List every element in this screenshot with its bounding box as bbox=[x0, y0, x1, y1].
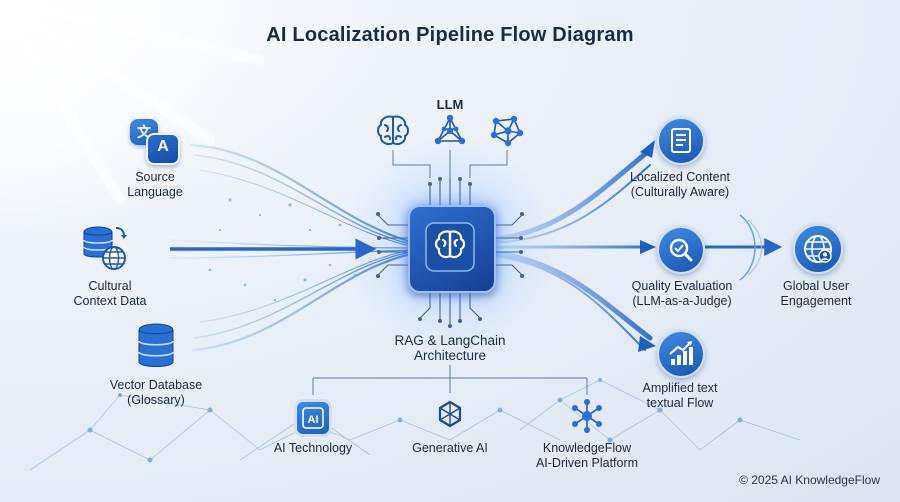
copyright-text: © 2025 AI KnowledgeFlow bbox=[739, 473, 880, 487]
network-hub-icon bbox=[572, 399, 602, 433]
svg-text:AI: AI bbox=[308, 414, 319, 426]
generative-ai-label: Generative AI bbox=[412, 441, 488, 455]
chip-brain-icon bbox=[408, 205, 496, 293]
globe-user-icon bbox=[793, 224, 843, 274]
diagram-title: AI Localization Pipeline Flow Diagram bbox=[266, 24, 634, 46]
localized-content-label: Localized Content(Culturally Aware) bbox=[629, 170, 731, 199]
database-icon bbox=[138, 323, 174, 367]
document-icon bbox=[657, 117, 705, 165]
ai-technology-label: AI Technology bbox=[273, 441, 353, 455]
magnifier-check-icon bbox=[657, 226, 705, 274]
neural-graph-icon bbox=[490, 115, 524, 147]
openai-knot-icon bbox=[438, 400, 462, 428]
vector-database-label: Vector Database(Glossary) bbox=[109, 378, 203, 407]
brain-outline-icon bbox=[377, 115, 409, 146]
network-triangle-icon bbox=[434, 114, 466, 145]
database-globe-icon bbox=[83, 226, 127, 270]
llm-label: LLM bbox=[436, 97, 464, 112]
quality-evaluation-label: Quality Evaluation(LLM-as-a-Judge) bbox=[631, 279, 733, 308]
translate-icon: 文 A bbox=[130, 119, 180, 165]
ai-chip-icon: AI bbox=[297, 402, 329, 434]
bar-chart-growth-icon bbox=[657, 330, 705, 378]
